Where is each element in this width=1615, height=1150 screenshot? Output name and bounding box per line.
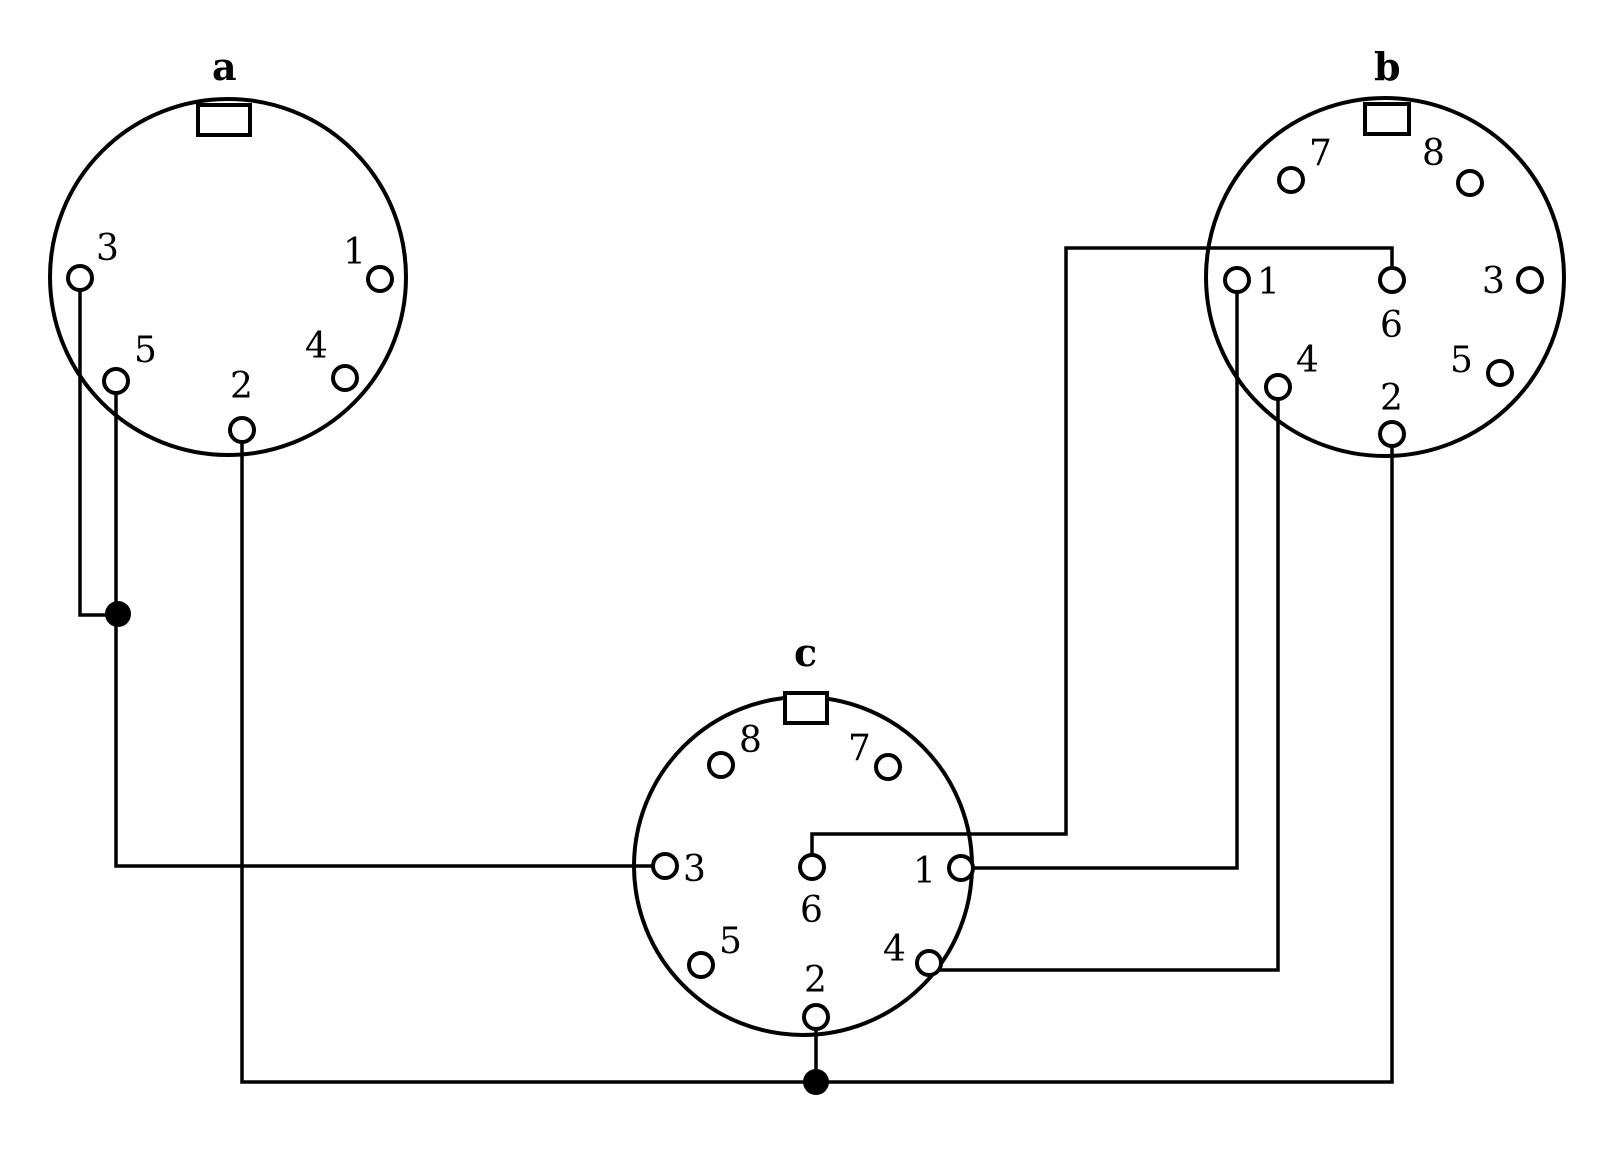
connector-b-pin-5 <box>1486 359 1514 387</box>
connector-c-pin-1 <box>947 854 975 882</box>
wire-c4-b4 <box>939 397 1280 972</box>
connector-c-pin-6 <box>798 853 826 881</box>
connector-a-pin-4-label: 4 <box>305 326 328 367</box>
connector-a-pin-2-label: 2 <box>230 366 253 407</box>
connector-c-pin-8 <box>707 751 735 779</box>
connector-b-pin-7-label: 7 <box>1309 133 1332 174</box>
connector-a: a 1 2 3 4 5 <box>48 44 408 457</box>
connector-b-label: b <box>1374 44 1401 89</box>
connector-c-pin-2 <box>802 1003 830 1031</box>
connector-a-key <box>196 103 252 137</box>
wire-c6-b6 <box>810 246 1394 857</box>
connector-c-key <box>783 691 829 725</box>
wire-c2-b2 <box>814 444 1394 1084</box>
connector-b-pin-4-label: 4 <box>1296 340 1319 381</box>
connector-b-pin-7 <box>1277 166 1305 194</box>
connector-b-pin-2 <box>1378 420 1406 448</box>
connector-b-pin-1-label: 1 <box>1257 262 1280 303</box>
connector-c-pin-7 <box>874 753 902 781</box>
connector-a-pin-3 <box>66 264 94 292</box>
connector-c-pin-4 <box>915 949 943 977</box>
connector-a-pin-4 <box>331 364 359 392</box>
connector-a-pin-2 <box>228 416 256 444</box>
junction-dot-a <box>105 601 131 627</box>
wire-a2-c2 <box>240 440 818 1084</box>
connector-c-pin-5 <box>687 951 715 979</box>
connector-c-pin-3 <box>651 852 679 880</box>
connector-a-pin-1 <box>366 265 394 293</box>
connector-b-pin-3 <box>1516 266 1544 294</box>
connector-c-pin-8-label: 8 <box>739 720 762 761</box>
connector-a-body <box>48 97 408 457</box>
connector-b-pin-1 <box>1223 266 1251 294</box>
wire-a3-a5 <box>78 288 118 617</box>
connector-b-pin-6 <box>1378 266 1406 294</box>
junction-dot-c2 <box>803 1069 829 1095</box>
connector-a-label: a <box>212 44 237 89</box>
connector-b-pin-4 <box>1264 373 1292 401</box>
wire-a5-c3 <box>114 613 655 868</box>
connector-c-pin-6-label: 6 <box>800 890 823 931</box>
connector-b-pin-3-label: 3 <box>1482 261 1505 302</box>
connector-b-body <box>1204 96 1566 458</box>
connector-a-pin-5 <box>102 367 130 395</box>
connector-b-pin-8 <box>1456 169 1484 197</box>
connector-b-pin-5-label: 5 <box>1450 340 1473 381</box>
connector-c-pin-7-label: 7 <box>848 728 871 769</box>
connector-c-label: c <box>794 630 817 675</box>
connector-a-pin-3-label: 3 <box>96 228 119 269</box>
connector-b: b 1 2 3 4 5 6 7 8 <box>1204 44 1566 458</box>
wire-c1-b1 <box>971 290 1239 870</box>
connector-c: c 1 2 3 4 5 6 7 8 <box>632 630 975 1037</box>
connector-a-pin-5-label: 5 <box>134 330 157 371</box>
connector-c-pin-3-label: 3 <box>683 849 706 890</box>
connector-b-pin-2-label: 2 <box>1380 378 1403 419</box>
connector-b-key <box>1363 102 1411 136</box>
connector-b-pin-6-label: 6 <box>1380 305 1403 346</box>
connector-c-pin-5-label: 5 <box>719 921 742 962</box>
connector-c-pin-4-label: 4 <box>883 929 906 970</box>
connector-c-pin-1-label: 1 <box>913 851 936 892</box>
connector-c-pin-2-label: 2 <box>804 960 827 1001</box>
connector-b-pin-8-label: 8 <box>1422 133 1445 174</box>
connector-a-pin-1-label: 1 <box>343 232 366 273</box>
